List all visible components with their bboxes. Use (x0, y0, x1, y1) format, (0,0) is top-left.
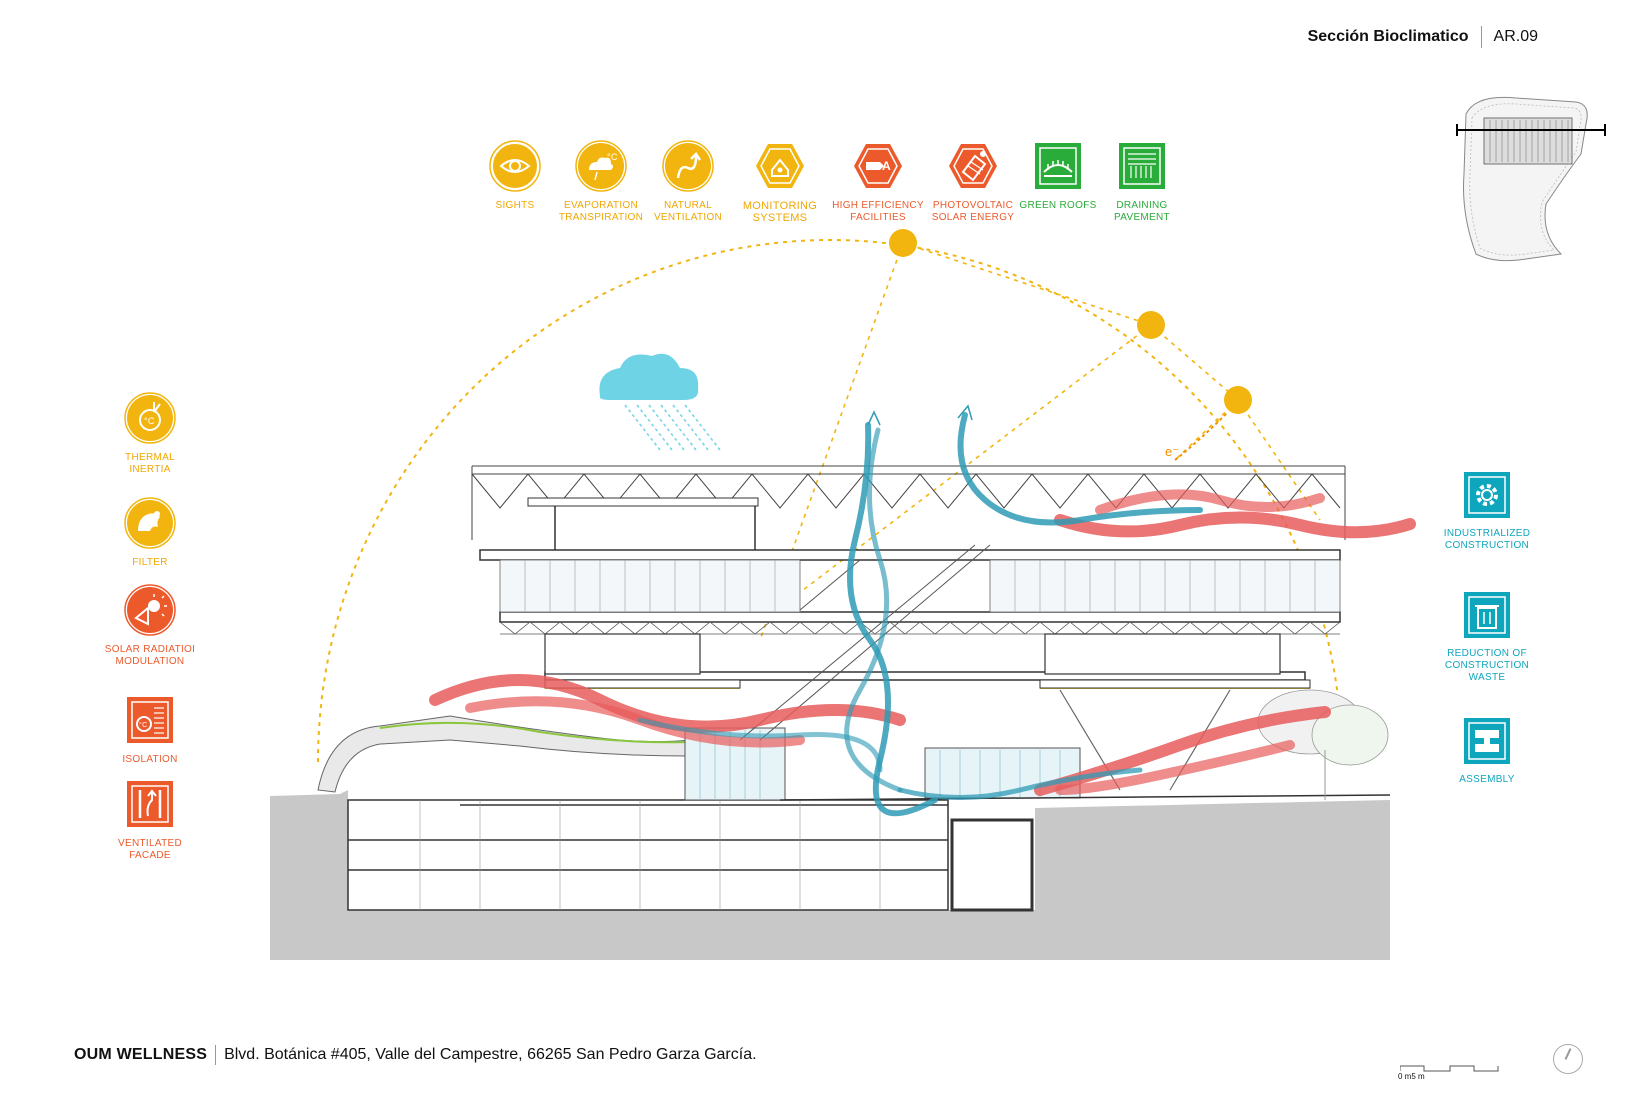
monitoring-icon (754, 140, 806, 192)
legend-item-assembly: ASSEMBLY (1432, 716, 1542, 786)
sheet-header: Sección Bioclimatico AR.09 (1308, 26, 1538, 48)
legend-item-ventilated-facade: VENTILATED FACADE (95, 778, 205, 862)
legend-item-filter: FILTER (95, 497, 205, 569)
upper-box-left (554, 504, 756, 556)
footer-divider (215, 1045, 217, 1065)
svg-text:°C: °C (607, 152, 618, 162)
legend-item-high-efficiency: A HIGH EFFICIENCY FACILITIES (828, 140, 928, 224)
legend-label: SOLAR RADIATIOI (104, 644, 196, 655)
legend-item-draining-pavement: DRAINING PAVEMENT (1092, 140, 1192, 224)
solar-radiation-icon (124, 584, 176, 636)
legend-label-2: PAVEMENT (1114, 212, 1170, 223)
ventilation-icon (662, 140, 714, 192)
legend-label: EVAPORATION (563, 200, 639, 211)
legend-label-2: CONSTRUCTION (1444, 660, 1530, 671)
rain-cloud-icon (599, 353, 721, 451)
gear-icon (1462, 470, 1512, 520)
legend-label-2: CONSTRUCTION (1444, 540, 1530, 551)
legend-label: INDUSTRIALIZED (1443, 528, 1531, 539)
sun-path-arc (317, 239, 1343, 763)
project-name: OUM WELLNESS (74, 1046, 208, 1063)
eye-icon (489, 140, 541, 192)
filter-icon (124, 497, 176, 549)
waste-bin-icon (1462, 590, 1512, 640)
pavement-icon (1116, 140, 1168, 192)
legend-label-2: FACILITIES (850, 212, 906, 223)
legend-item-natural-ventilation: NATURAL VENTILATION (638, 140, 738, 224)
efficiency-icon: A (852, 140, 904, 192)
legend-top: SIGHTS °C EVAPORATION TRANSPIRATION NATU… (485, 140, 1205, 230)
legend-item-photovoltaic: PHOTOVOLTAIC SOLAR ENERGY (923, 140, 1023, 224)
electron-label: e⁻ (1165, 444, 1179, 459)
legend-label-2: SOLAR ENERGY (931, 212, 1015, 223)
svg-text:°C: °C (139, 721, 147, 729)
scale-bar-graphic (1399, 1065, 1499, 1072)
legend-label: SIGHTS (495, 200, 535, 211)
legend-item-evaporation: °C EVAPORATION TRANSPIRATION (551, 140, 651, 224)
legend-label: REDUCTION OF (1447, 648, 1527, 659)
site-key-map (1456, 96, 1606, 262)
green-roof-vegetation (379, 721, 691, 744)
legend-label: HIGH EFFICIENCY (832, 200, 924, 211)
thermal-inertia-icon: °C (124, 392, 176, 444)
legend-item-waste-reduction: REDUCTION OF CONSTRUCTION WASTE (1432, 590, 1542, 684)
isolation-icon: °C (124, 694, 176, 746)
legend-item-industrialized: INDUSTRIALIZED CONSTRUCTION (1432, 470, 1542, 552)
green-roof-icon (1032, 140, 1084, 192)
legend-label: ASSEMBLY (1459, 774, 1515, 785)
basement-structure (347, 799, 1034, 912)
ventilated-facade-icon (124, 778, 176, 830)
legend-item-isolation: °C ISOLATION (95, 694, 205, 766)
legend-label: DRAINING (1116, 200, 1168, 211)
north-arrow-icon (1553, 1044, 1583, 1074)
legend-label: NATURAL (663, 200, 713, 211)
legend-label-2: MODULATION (115, 656, 185, 667)
legend-label: MONITORING (742, 200, 818, 212)
lower-box-left (544, 633, 701, 675)
legend-label: VENTILATED (118, 838, 182, 849)
sheet-code: AR.09 (1493, 28, 1538, 45)
basement-columns (419, 800, 881, 910)
legend-label: ISOLATION (122, 754, 178, 765)
sun-afternoon-icon (1137, 311, 1165, 339)
legend-item-green-roofs: GREEN ROOFS (1008, 140, 1108, 212)
sheet-footer: OUM WELLNESS Blvd. Botánica #405, Valle … (74, 1045, 757, 1065)
floor-trusses (499, 621, 1341, 635)
assembly-icon (1462, 716, 1512, 766)
legend-label: THERMAL (125, 452, 175, 463)
legend-label-2: SYSTEMS (752, 212, 808, 224)
legend-label: PHOTOVOLTAIC (932, 200, 1014, 211)
scale-label: 0 m5 m (1398, 1072, 1425, 1081)
legend-label-2: FACADE (129, 850, 171, 861)
legend-label: GREEN ROOFS (1019, 200, 1097, 211)
svg-text:A: A (882, 159, 891, 173)
legend-label-2: TRANSPIRATION (558, 212, 644, 223)
sun-evening-icon (1224, 386, 1252, 414)
lower-box-right (1044, 633, 1281, 675)
svg-text:°C: °C (144, 416, 155, 426)
legend-item-solar-radiation: SOLAR RADIATIOI MODULATION (95, 584, 205, 668)
evaporation-icon: °C (575, 140, 627, 192)
project-address: Blvd. Botánica #405, Valle del Campestre… (224, 1046, 757, 1063)
landscape-trees (1257, 689, 1389, 800)
legend-item-sights: SIGHTS (465, 140, 565, 212)
sheet-title: Sección Bioclimatico (1307, 28, 1469, 45)
legend-label-3: WASTE (1468, 672, 1506, 683)
cool-air-flows (637, 412, 1203, 817)
solar-panel-icon (947, 140, 999, 192)
legend-item-thermal-inertia: °C THERMAL INERTIA (95, 392, 205, 476)
sun-noon-icon (889, 229, 917, 257)
header-divider (1480, 26, 1482, 48)
ground-section (270, 790, 1390, 960)
legend-item-monitoring: MONITORING SYSTEMS (730, 140, 830, 224)
legend-label: FILTER (132, 557, 168, 568)
scale-bar (1399, 1060, 1500, 1078)
legend-label-2: VENTILATION (653, 212, 723, 223)
green-roof-slope (317, 715, 691, 793)
legend-label-2: INERTIA (129, 464, 171, 475)
